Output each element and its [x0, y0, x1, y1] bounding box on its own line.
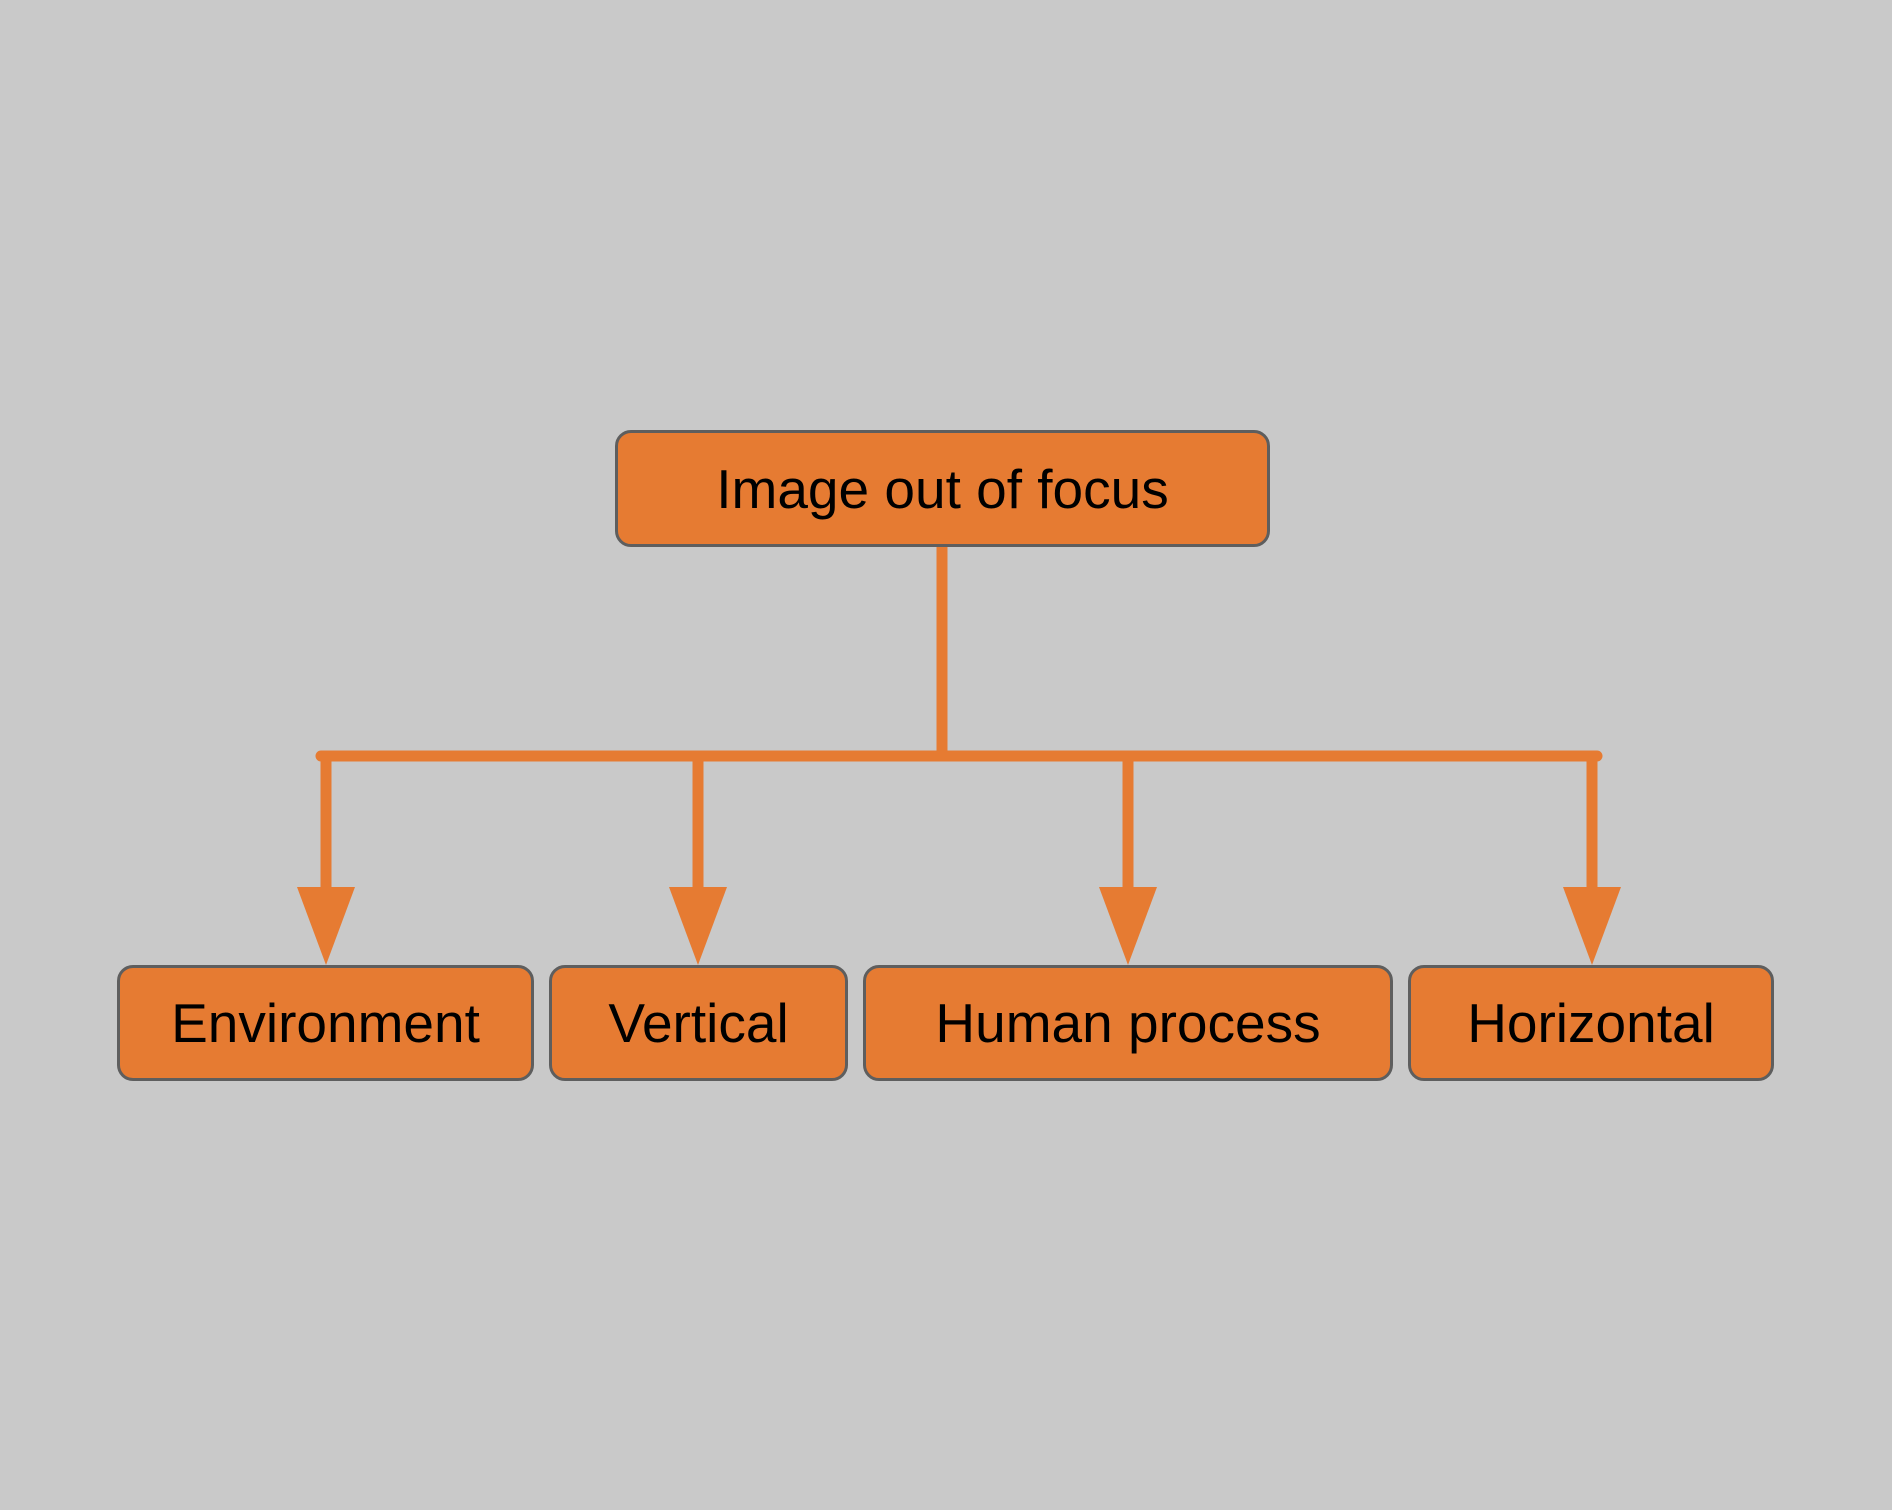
- arrowhead-environment: [297, 887, 355, 965]
- node-label: Human process: [935, 992, 1321, 1054]
- node-environment: Environment: [117, 965, 534, 1081]
- node-horizontal: Horizontal: [1408, 965, 1774, 1081]
- arrowhead-vertical: [669, 887, 727, 965]
- node-image-out-of-focus: Image out of focus: [615, 430, 1270, 547]
- node-human-process: Human process: [863, 965, 1393, 1081]
- node-label: Environment: [171, 992, 480, 1054]
- arrowhead-human-process: [1099, 887, 1157, 965]
- node-label: Horizontal: [1467, 992, 1715, 1054]
- node-vertical: Vertical: [549, 965, 848, 1081]
- arrowhead-horizontal: [1563, 887, 1621, 965]
- node-label: Vertical: [608, 992, 789, 1054]
- node-label: Image out of focus: [716, 457, 1169, 520]
